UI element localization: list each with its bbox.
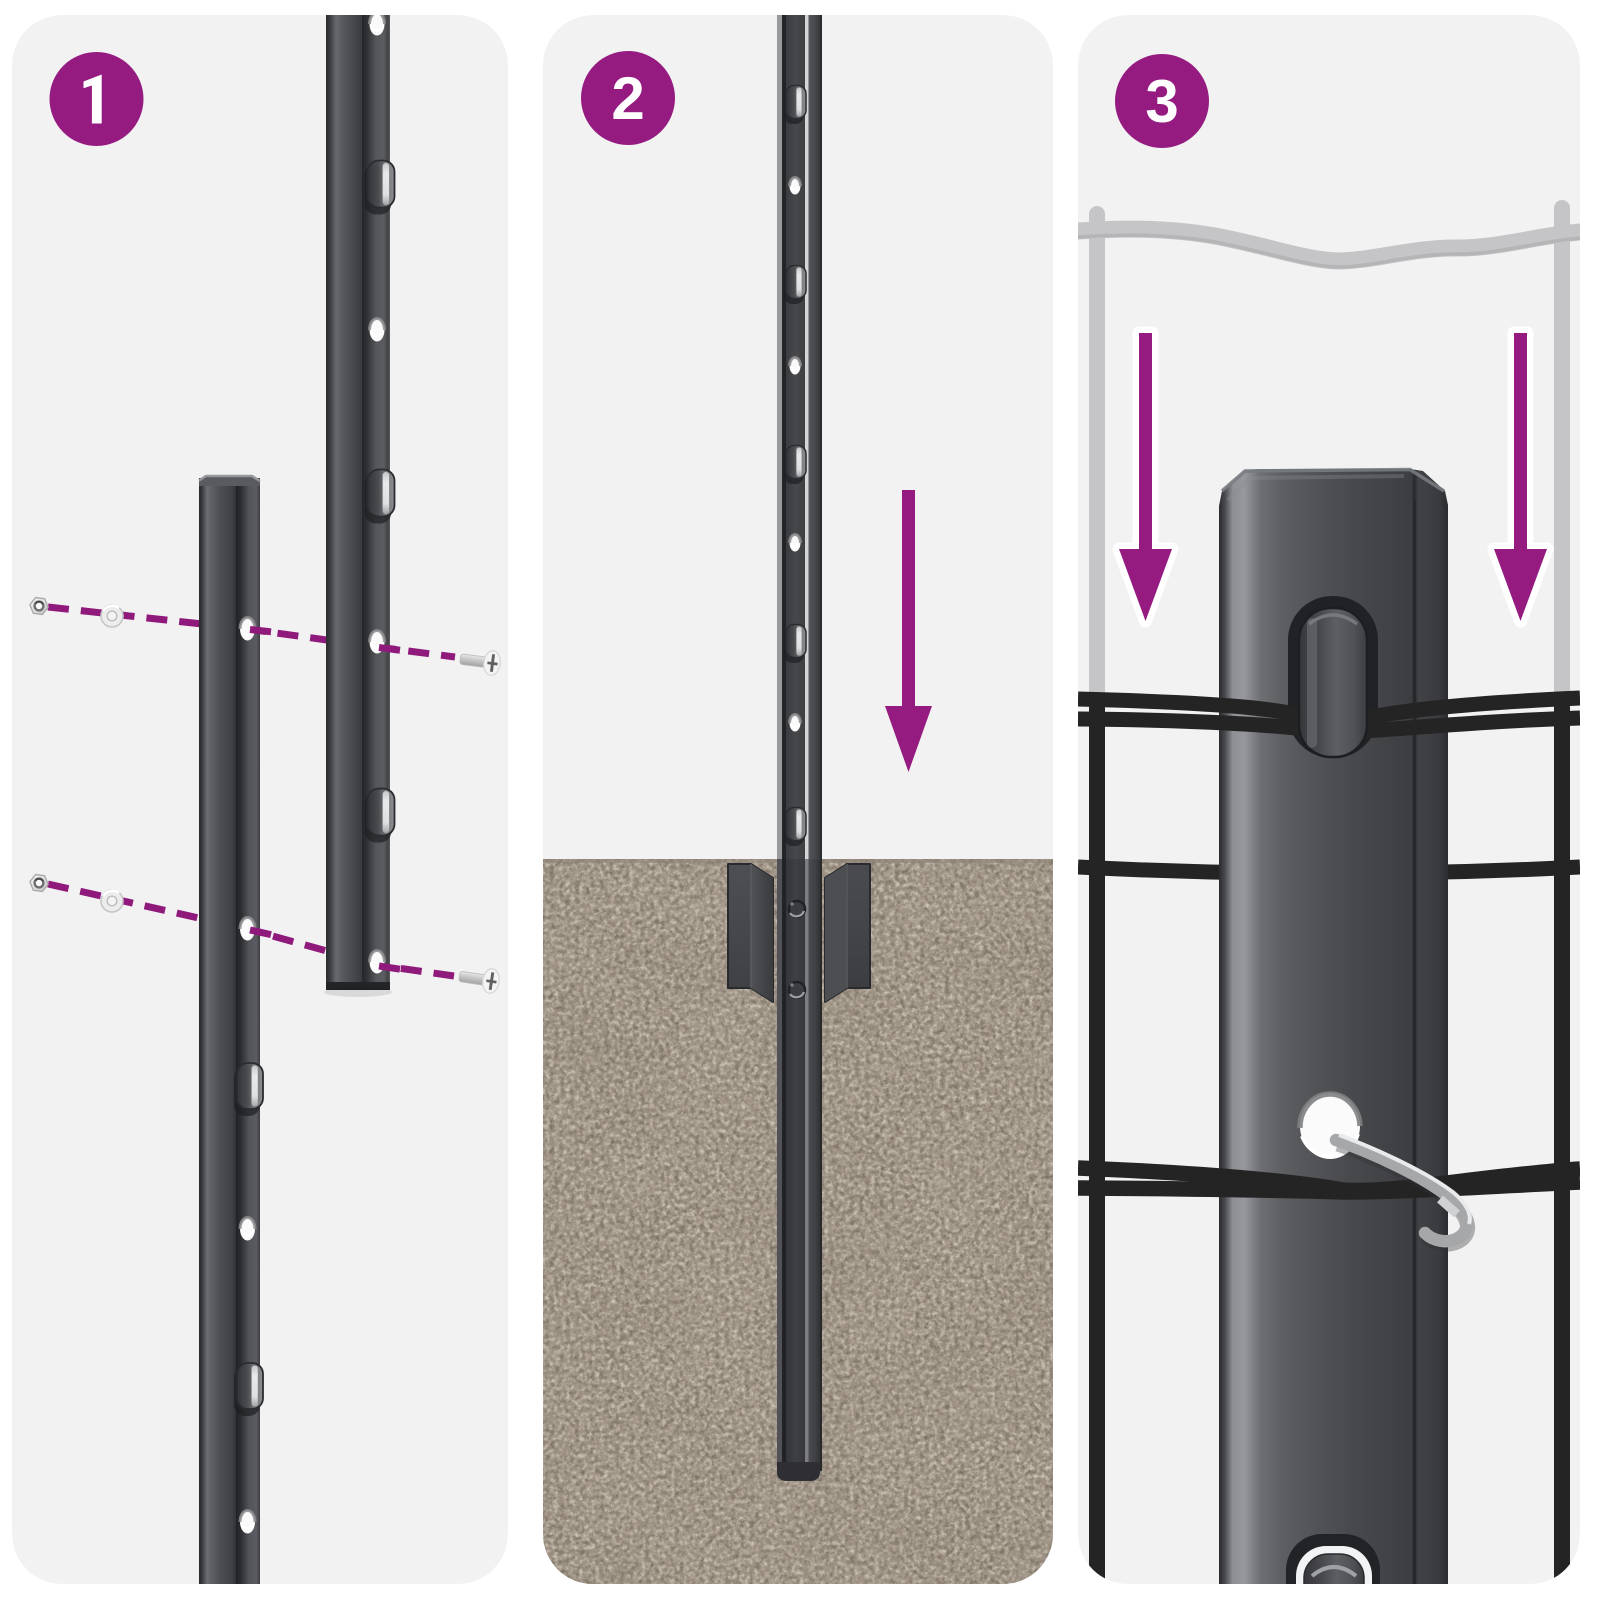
svg-text:3: 3 — [1145, 68, 1178, 135]
svg-text:2: 2 — [611, 65, 644, 132]
